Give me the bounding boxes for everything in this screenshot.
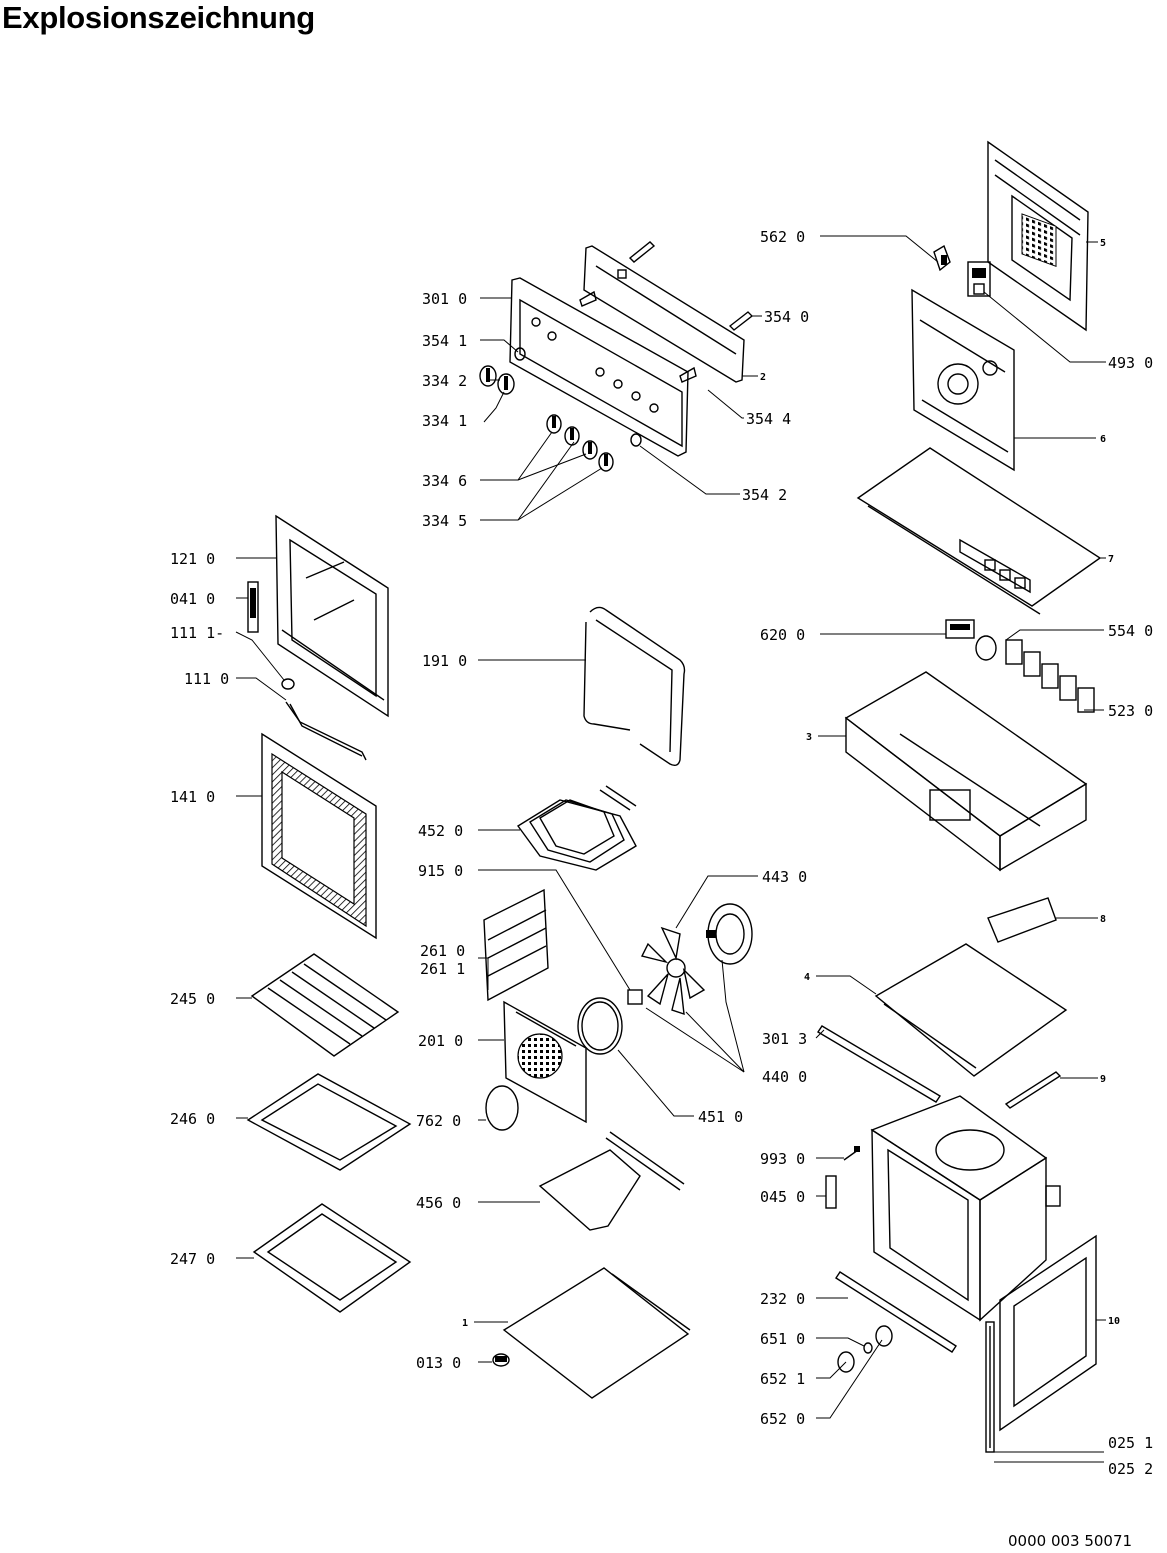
label-item-7: 7: [1108, 554, 1114, 565]
label-354-0: 354 0: [764, 308, 809, 326]
label-456-0: 456 0: [416, 1194, 461, 1212]
label-045-0: 045 0: [760, 1188, 805, 1206]
label-item-5: 5: [1100, 238, 1106, 249]
oven-cavity-part: [870, 1095, 1061, 1322]
fan-cover-part: [503, 1000, 587, 1124]
label-334-2: 334 2: [422, 372, 467, 390]
back-panel-part: [987, 140, 1089, 332]
page-title: Explosionszeichnung: [2, 0, 315, 35]
label-232-0: 232 0: [760, 1290, 805, 1308]
label-201-0: 201 0: [418, 1032, 463, 1050]
label-523-0: 523 0: [1108, 702, 1153, 720]
label-item-2: 2: [760, 372, 766, 383]
label-245-0: 245 0: [170, 990, 215, 1008]
roasting-pan-part: [252, 1203, 412, 1313]
door-seal-part: [583, 606, 686, 767]
leader-lines: [235, 235, 1106, 1463]
ring-element-part: [577, 997, 623, 1055]
control-panel-part: [509, 277, 689, 457]
fan-nut-part: [627, 989, 643, 1005]
label-261-1: 261 1: [420, 960, 465, 978]
label-443-0: 443 0: [762, 868, 807, 886]
label-041-0: 041 0: [170, 590, 215, 608]
bracket-562-part: [933, 244, 951, 272]
bottom-plate-part: [492, 1267, 691, 1399]
label-item-1: 1: [462, 1318, 468, 1329]
document-code: 0000 003 50071: [1008, 1532, 1133, 1550]
label-025-2: 025 2: [1108, 1460, 1153, 1478]
label-452-0: 452 0: [418, 822, 463, 840]
top-plate-part: [874, 897, 1068, 1077]
cover-disc-part: [485, 1085, 519, 1131]
convection-motor-part: [706, 903, 753, 965]
label-111-0: 111 0: [184, 670, 229, 688]
label-652-1: 652 1: [760, 1370, 805, 1388]
label-915-0: 915 0: [418, 862, 463, 880]
label-111-1: 111 1-: [170, 624, 224, 642]
label-item-3: 3: [806, 732, 812, 743]
door-frame-part: [275, 514, 389, 718]
inner-glass-part: [261, 732, 377, 940]
label-651-0: 651 0: [760, 1330, 805, 1348]
side-frame-part: [999, 1234, 1097, 1432]
label-246-0: 246 0: [170, 1110, 215, 1128]
label-354-1: 354 1: [422, 332, 467, 350]
label-item-4: 4: [804, 972, 810, 983]
label-762-0: 762 0: [416, 1112, 461, 1130]
label-334-6: 334 6: [422, 472, 467, 490]
label-261-0: 261 0: [420, 942, 465, 960]
switch-cluster-part: [945, 619, 1095, 713]
label-451-0: 451 0: [698, 1108, 743, 1126]
label-562-0: 562 0: [760, 228, 805, 246]
hinge-part: [247, 581, 259, 633]
part-labels: 562 0 301 0 354 0 354 1 334 2 334 1 354 …: [170, 228, 1153, 1478]
label-301-0: 301 0: [422, 290, 467, 308]
rail-part: [817, 1025, 1062, 1109]
tray-slider-part: [538, 1131, 685, 1231]
top-cover-part: [856, 447, 1102, 615]
label-354-2: 354 2: [742, 486, 787, 504]
label-354-4: 354 4: [746, 410, 791, 428]
label-141-0: 141 0: [170, 788, 215, 806]
label-item-6: 6: [1100, 434, 1106, 445]
label-652-0: 652 0: [760, 1410, 805, 1428]
side-rack-part: [483, 888, 549, 1002]
label-301-3: 301 3: [762, 1030, 807, 1048]
label-334-1: 334 1: [422, 412, 467, 430]
label-013-0: 013 0: [416, 1354, 461, 1372]
fan-blade-part: [640, 926, 706, 1016]
rear-wall-part: [911, 288, 1015, 472]
label-item-10: 10: [1108, 1316, 1120, 1327]
baking-tray-part: [246, 1073, 412, 1171]
label-440-0: 440 0: [762, 1068, 807, 1086]
label-993-0: 993 0: [760, 1150, 805, 1168]
small-fittings-part: [825, 1146, 893, 1373]
label-493-0: 493 0: [1108, 354, 1153, 372]
label-620-0: 620 0: [760, 626, 805, 644]
inner-panel-part: [583, 245, 745, 383]
label-121-0: 121 0: [170, 550, 215, 568]
heating-element-part: [516, 785, 637, 871]
fan-motor-493-part: [967, 261, 991, 297]
wire-shelf-part: [250, 953, 400, 1057]
bottom-rail-part: [835, 1271, 957, 1353]
label-334-5: 334 5: [422, 512, 467, 530]
label-025-1: 025 1: [1108, 1434, 1153, 1452]
label-554-0: 554 0: [1108, 622, 1153, 640]
base-frame-part: [844, 671, 1088, 872]
label-item-8: 8: [1100, 914, 1106, 925]
label-item-9: 9: [1100, 1074, 1106, 1085]
door-rail-part: [985, 1321, 995, 1453]
label-191-0: 191 0: [422, 652, 467, 670]
handle-rod-part: [281, 678, 367, 761]
label-247-0: 247 0: [170, 1250, 215, 1268]
